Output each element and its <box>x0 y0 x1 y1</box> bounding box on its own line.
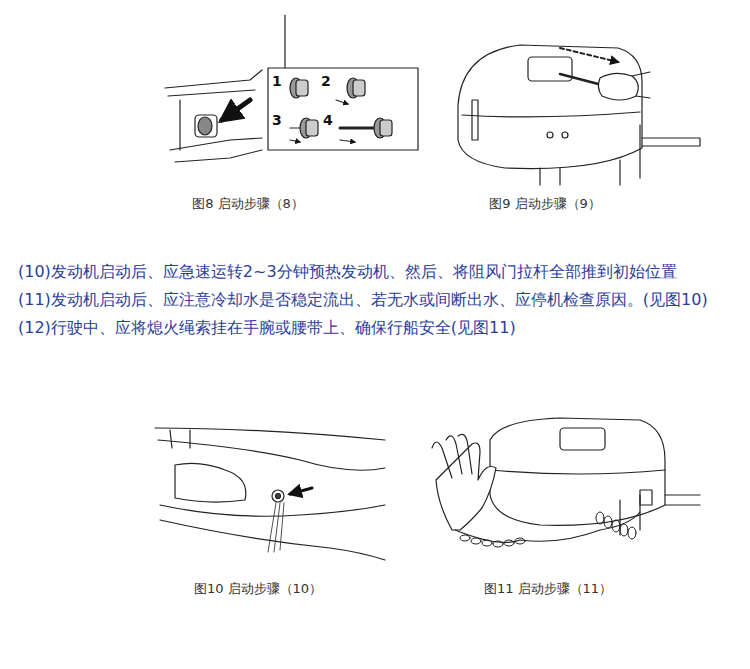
figure-11-drawing <box>432 418 700 547</box>
figure-caption: 图8 启动步骤（8） <box>192 196 304 212</box>
instruction-text: (10)发动机启动后、应急速运转2~3分钟预热发动机、然后、将阻风门拉杆全部推到… <box>18 262 677 282</box>
figure-caption: 图11 启动步骤（11） <box>484 581 612 597</box>
instruction-text: (12)行驶中、应将熄火绳索挂在手腕或腰带上、确保行船安全(见图11) <box>18 318 516 338</box>
callout-number: 3 <box>272 112 282 130</box>
figure-caption: 图9 启动步骤（9） <box>489 196 601 212</box>
callout-number: 4 <box>323 112 333 130</box>
callout-number: 2 <box>321 73 331 91</box>
figure-caption: 图10 启动步骤（10） <box>194 581 322 597</box>
callout-number: 1 <box>272 73 282 91</box>
instruction-text: (11)发动机启动后、应注意冷却水是否稳定流出、若无水或间断出水、应停机检查原因… <box>18 290 708 310</box>
figure-10-drawing <box>155 428 385 560</box>
figure-9-drawing <box>458 45 700 185</box>
figure-8-drawing <box>165 15 418 162</box>
